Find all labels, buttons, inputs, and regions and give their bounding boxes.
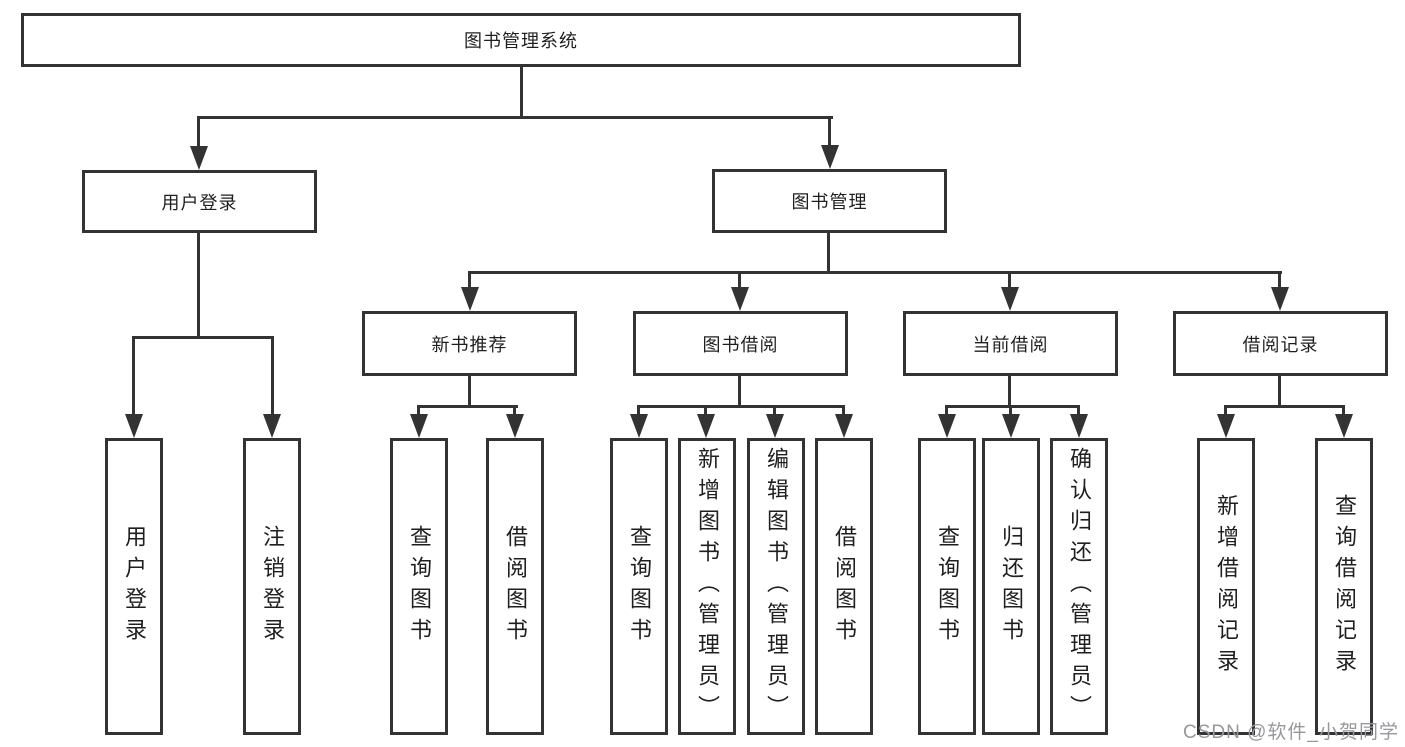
arrow-down-icon [938, 414, 956, 438]
connector-vline [1077, 405, 1080, 419]
connector-vline [773, 405, 776, 419]
connector-hline [197, 116, 833, 119]
arrow-down-icon [766, 414, 784, 438]
arrow-down-icon [1002, 414, 1020, 438]
leaf-query-books-current: 查询图书 [918, 438, 976, 735]
arrow-down-icon [1335, 414, 1353, 438]
leaf-label: 注销登录 [260, 524, 285, 649]
connector-vline [197, 233, 200, 339]
leaf-add-borrow-record: 新增借阅记录 [1197, 438, 1255, 735]
connector-vline [468, 376, 471, 408]
leaf-label: 查询图书 [407, 524, 432, 649]
leaf-label: 编辑图书（管理员） [764, 447, 789, 726]
leaf-query-books-borrowing: 查询图书 [610, 438, 668, 735]
connector-vline [1224, 405, 1227, 419]
arrow-down-icon [1070, 414, 1088, 438]
connector-vline [1008, 376, 1011, 408]
arrow-down-icon [125, 414, 143, 438]
connector-vline [417, 405, 420, 419]
arrow-down-icon [1271, 287, 1289, 311]
connector-vline [197, 116, 200, 150]
arrow-down-icon [1217, 414, 1235, 438]
connector-vline [828, 116, 831, 150]
connector-vline [513, 405, 516, 419]
connector-hline [637, 405, 845, 408]
arrow-down-icon [835, 414, 853, 438]
leaf-label: 借阅图书 [503, 524, 528, 649]
arrow-down-icon [731, 287, 749, 311]
leaf-user-login: 用户登录 [105, 438, 163, 735]
connector-vline [468, 271, 471, 291]
arrow-down-icon [506, 414, 524, 438]
arrow-down-icon [263, 414, 281, 438]
connector-vline [945, 405, 948, 419]
node-user-login: 用户登录 [82, 170, 317, 233]
leaf-label: 用户登录 [122, 524, 147, 649]
node-label: 当前借阅 [972, 334, 1049, 355]
node-book-borrowing: 图书借阅 [633, 311, 848, 376]
leaf-label: 新增图书（管理员） [695, 447, 720, 726]
connector-hline [468, 271, 1282, 274]
node-label: 新书推荐 [431, 334, 508, 355]
arrow-down-icon [821, 145, 839, 169]
connector-vline [1008, 271, 1011, 291]
leaf-label: 借阅图书 [832, 524, 857, 649]
leaf-borrow-books-recommend: 借阅图书 [486, 438, 544, 735]
leaf-add-books-admin: 新增图书（管理员） [678, 438, 736, 735]
connector-vline [738, 376, 741, 408]
connector-hline [417, 405, 518, 408]
csdn-watermark: CSDN @软件_小贺同学 [1183, 722, 1399, 743]
leaf-return-books: 归还图书 [982, 438, 1040, 735]
leaf-label: 查询图书 [627, 524, 652, 649]
leaf-borrow-books-borrowing: 借阅图书 [815, 438, 873, 735]
node-book-management: 图书管理 [712, 169, 947, 233]
leaf-confirm-return-admin: 确认归还（管理员） [1050, 438, 1108, 735]
leaf-query-books-recommend: 查询图书 [390, 438, 448, 735]
connector-vline [704, 405, 707, 419]
connector-vline [1009, 405, 1012, 419]
leaf-label: 确认归还（管理员） [1067, 447, 1092, 726]
connector-vline [1278, 271, 1281, 291]
connector-vline [1342, 405, 1345, 419]
node-new-book-recommend: 新书推荐 [362, 311, 577, 376]
leaf-edit-books-admin: 编辑图书（管理员） [747, 438, 805, 735]
connector-hline [1224, 405, 1345, 408]
node-label: 借阅记录 [1242, 334, 1319, 355]
node-label: 用户登录 [161, 192, 238, 213]
leaf-label: 查询图书 [935, 524, 960, 649]
connector-vline [842, 405, 845, 419]
node-root-library-system: 图书管理系统 [21, 13, 1021, 67]
arrow-down-icon [1001, 287, 1019, 311]
connector-vline [271, 336, 274, 418]
leaf-label: 新增借阅记录 [1214, 493, 1239, 680]
node-current-borrowing: 当前借阅 [903, 311, 1118, 376]
connector-vline [1278, 376, 1281, 408]
arrow-down-icon [630, 414, 648, 438]
connector-vline [827, 233, 830, 274]
node-borrowing-records: 借阅记录 [1173, 311, 1388, 376]
arrow-down-icon [697, 414, 715, 438]
leaf-label: 归还图书 [999, 524, 1024, 649]
arrow-down-icon [461, 287, 479, 311]
leaf-logout-login: 注销登录 [243, 438, 301, 735]
leaf-label: 查询借阅记录 [1332, 493, 1357, 680]
leaf-query-borrow-record: 查询借阅记录 [1315, 438, 1373, 735]
connector-hline [945, 405, 1079, 408]
connector-vline [132, 336, 135, 418]
arrow-down-icon [190, 146, 208, 170]
node-label: 图书管理系统 [464, 31, 578, 51]
connector-vline [738, 271, 741, 291]
connector-vline [637, 405, 640, 419]
node-label: 图书借阅 [702, 334, 779, 355]
connector-vline [520, 67, 523, 119]
arrow-down-icon [410, 414, 428, 438]
connector-hline [132, 336, 274, 339]
node-label: 图书管理 [791, 192, 868, 212]
